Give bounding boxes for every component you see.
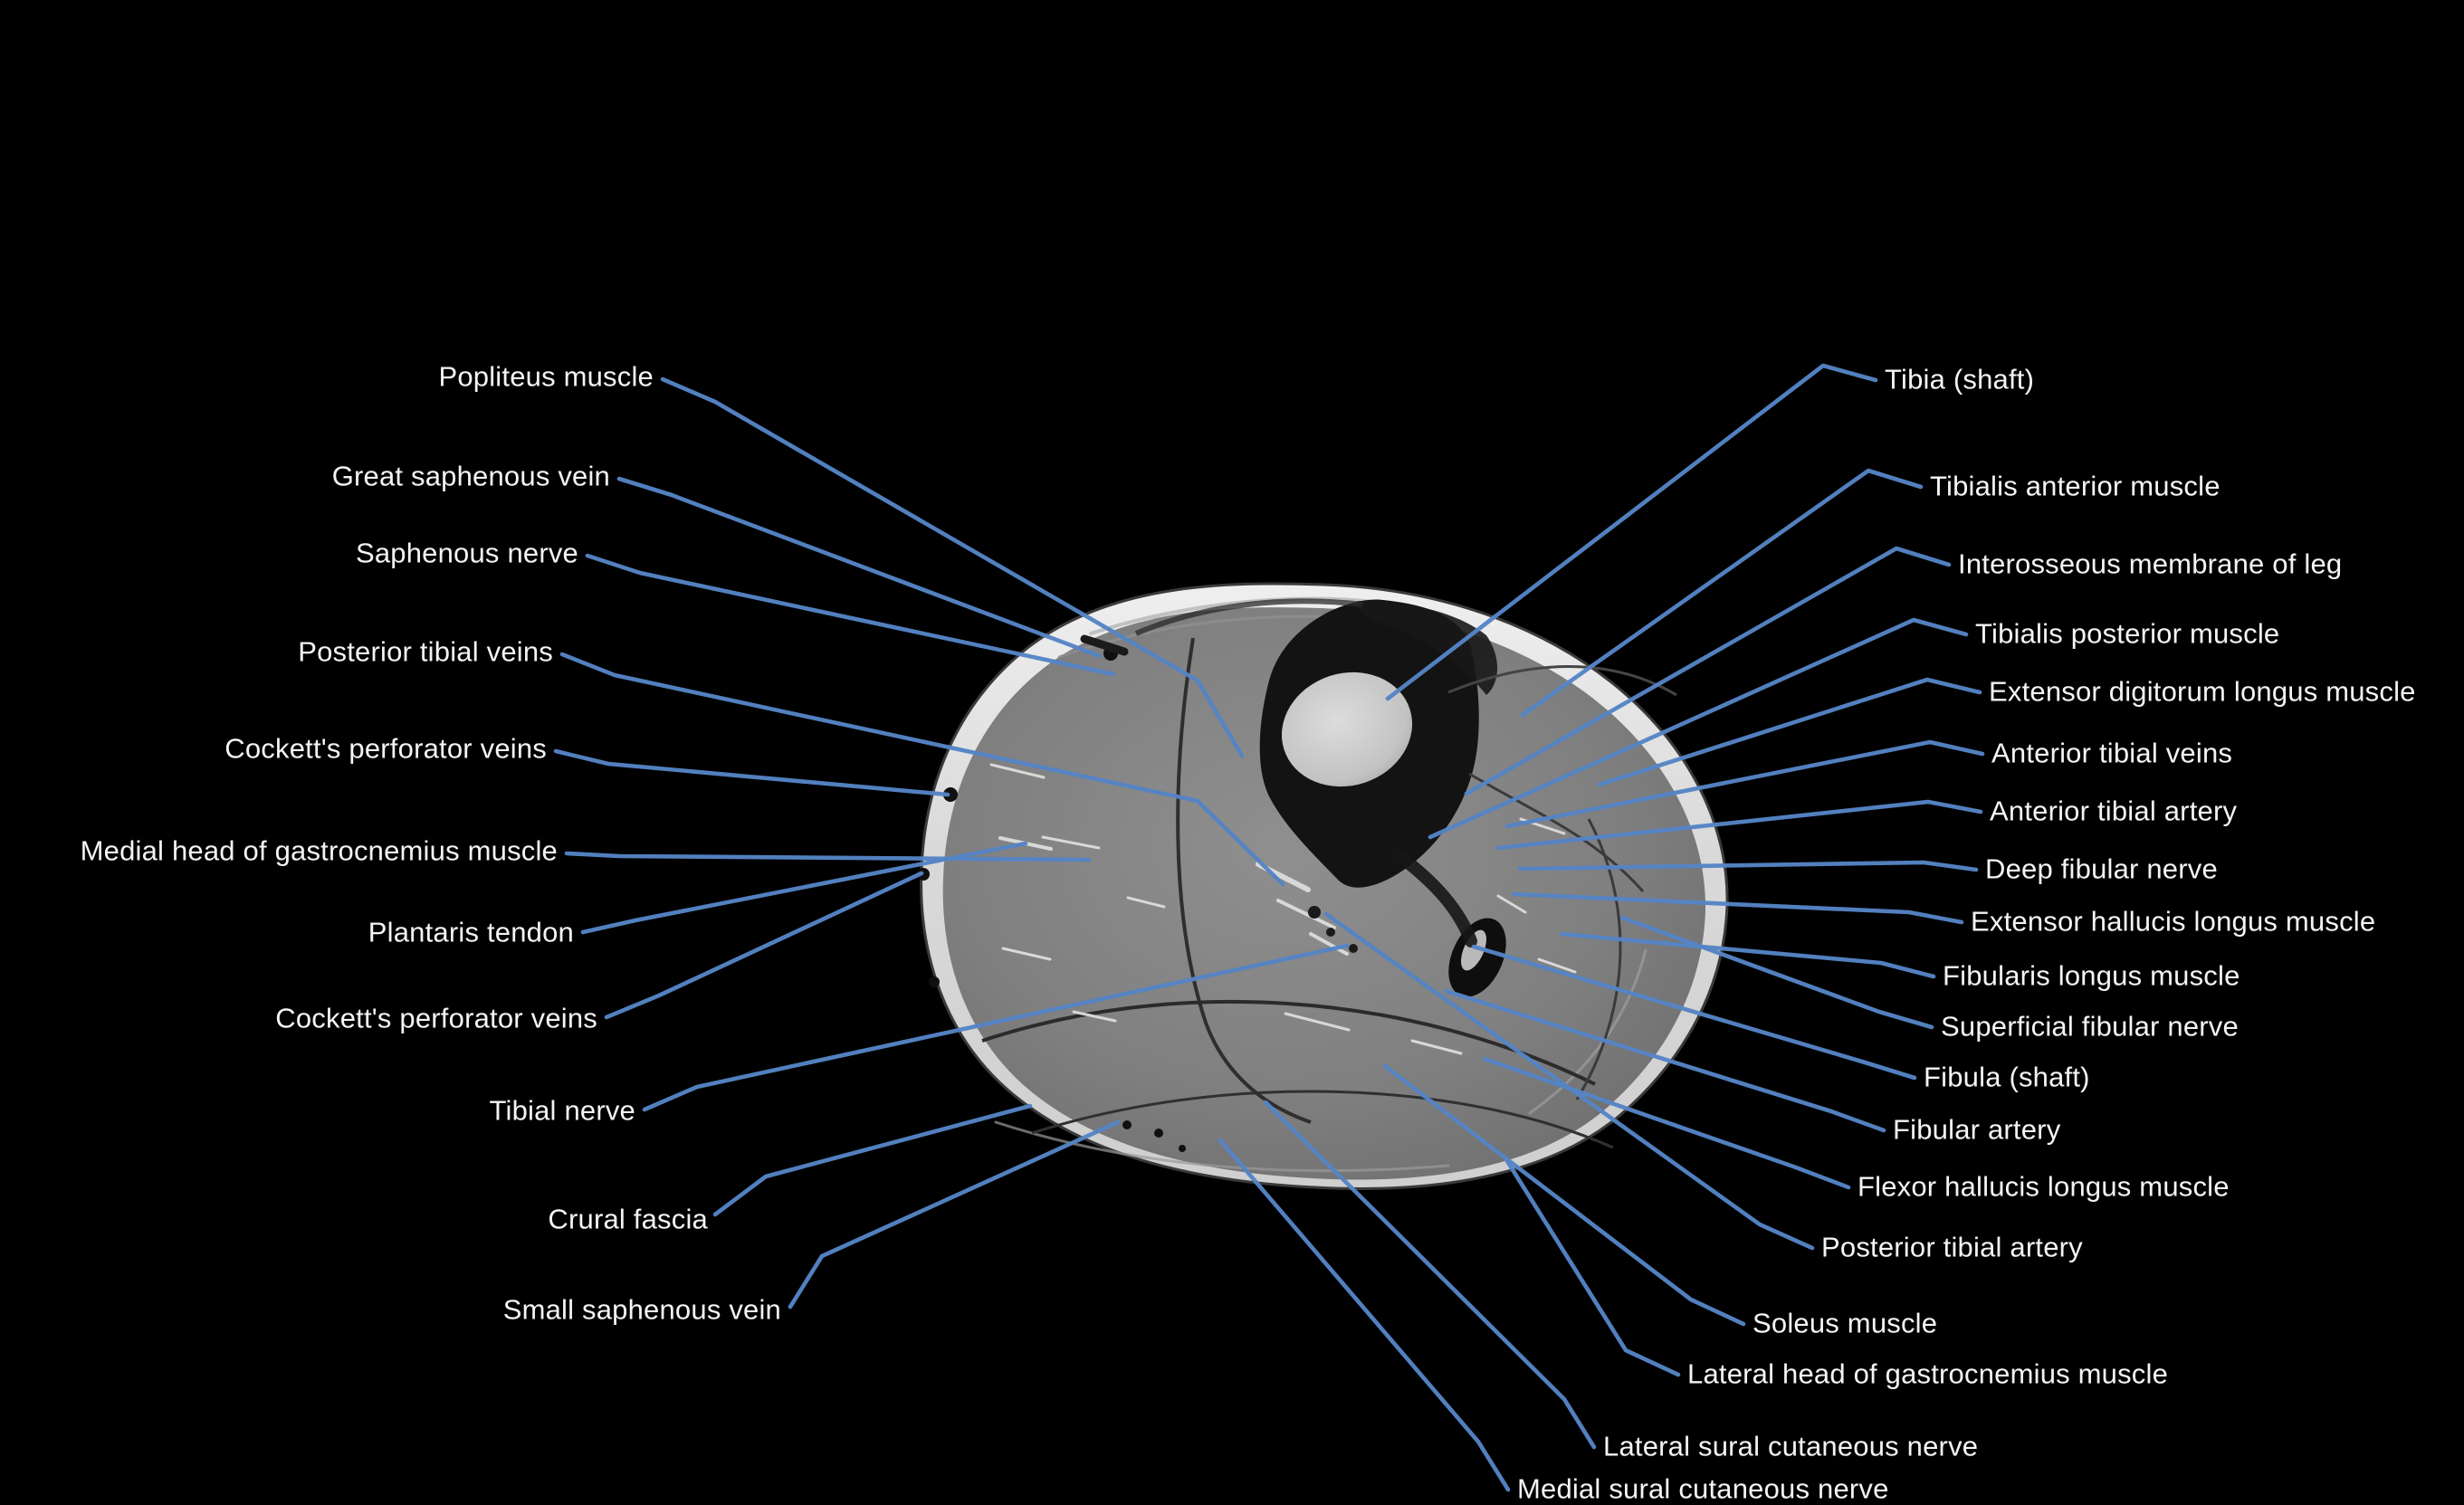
leader-line-fibularis-longus-muscle: [1559, 931, 1936, 979]
anterior-fascia-streak: [1134, 598, 1363, 636]
leader-line-tibialis-anterior-muscle: [1520, 468, 1924, 718]
leader-line-medial-head-of-gastrocnemius-muscle: [564, 851, 1092, 862]
anterior-tibial-border-shadow: [1356, 601, 1498, 695]
leader-line-extensor-digitorum-longus-muscle: [1597, 677, 1982, 787]
fibula-marrow: [1460, 929, 1487, 971]
leader-line-cocketts-perforator-veins-lower: [604, 871, 924, 1020]
leader-line-anterior-tibial-veins: [1504, 739, 1985, 829]
leader-line-great-saphenous-vein: [616, 476, 1103, 659]
leader-lines: [553, 363, 1985, 1492]
leader-line-tibial-nerve: [642, 943, 1350, 1112]
leader-line-medial-sural-cutaneous-nerve: [1218, 1138, 1511, 1492]
leader-line-tibialis-posterior-muscle: [1428, 617, 1969, 840]
neurovascular-bundle-dots: [1308, 906, 1358, 953]
leader-line-posterior-tibial-veins: [559, 652, 1285, 887]
leader-line-deep-fibular-nerve: [1517, 860, 1979, 872]
leader-line-lateral-sural-cutaneous-nerve: [1263, 1100, 1597, 1450]
leader-line-fibular-artery: [1443, 988, 1886, 1133]
leader-line-flexor-hallucis-longus-muscle: [1482, 1056, 1851, 1190]
leader-line-crural-fascia: [712, 1103, 1033, 1217]
leader-line-interosseous-membrane-of-leg: [1464, 546, 1952, 796]
leader-line-popliteus-muscle: [660, 376, 1245, 758]
leader-line-superficial-fibular-nerve: [1619, 915, 1934, 1030]
leader-line-saphenous-nerve: [585, 553, 1116, 677]
fascial-septa: [981, 637, 1677, 1149]
leader-line-tibia-shaft: [1385, 363, 1878, 701]
medial-rim-notch: [1080, 634, 1129, 656]
tibiofibular-septum: [1392, 849, 1477, 948]
tibia-marrow: [1281, 672, 1413, 787]
leader-line-lateral-head-of-gastrocnemius-muscle: [1504, 1158, 1681, 1377]
leader-line-extensor-hallucis-longus-muscle: [1511, 891, 1964, 925]
leader-line-fibula-shaft: [1471, 944, 1917, 1081]
leader-line-posterior-tibial-artery: [1323, 911, 1815, 1251]
leader-line-plantaris-tendon: [580, 841, 1028, 935]
leader-line-small-saphenous-vein: [788, 1119, 1121, 1310]
leader-line-cocketts-perforator-veins-upper: [553, 748, 950, 797]
leader-line-anterior-tibial-artery: [1495, 799, 1983, 851]
leader-line-soleus-muscle: [1382, 1063, 1746, 1327]
